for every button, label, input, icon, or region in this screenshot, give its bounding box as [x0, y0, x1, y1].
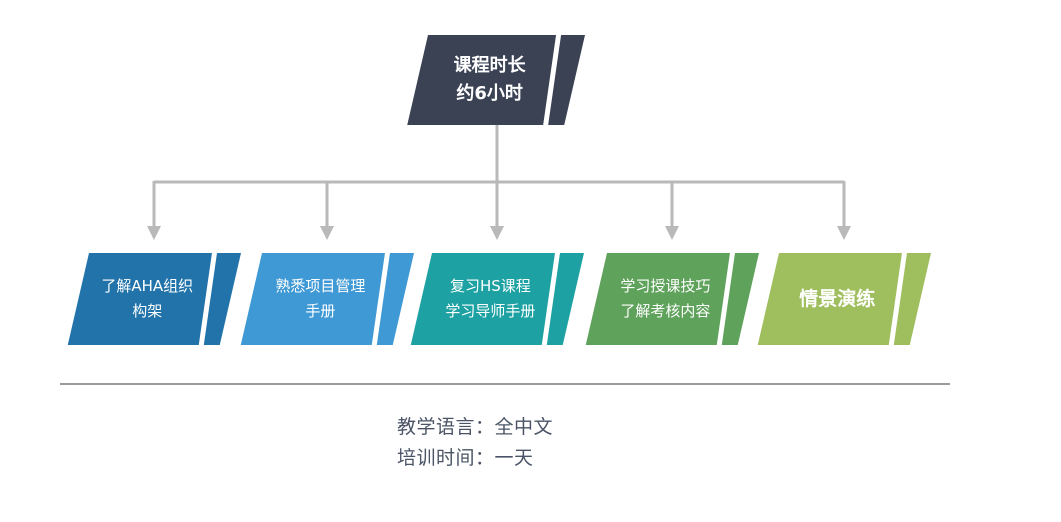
separator-line	[60, 383, 950, 385]
branch-node-project-manual: 熟悉项目管理 手册	[240, 253, 414, 345]
branch-node-scenario-drill: 情景演练	[757, 253, 931, 345]
arrow-down-icon	[665, 226, 679, 240]
course-info: 教学语言：全中文 培训时间：一天	[397, 412, 553, 474]
arrow-down-icon	[490, 226, 504, 240]
branch-node-teaching-skills: 学习授课技巧 了解考核内容	[585, 253, 759, 345]
branch-line-2: 构架	[132, 302, 163, 320]
branch-line-2: 学习导师手册	[445, 302, 536, 320]
arrow-down-icon	[837, 226, 851, 240]
branch-line-2: 手册	[305, 302, 336, 320]
branch-line-1: 情景演练	[799, 287, 876, 310]
branch-line-2: 了解考核内容	[620, 302, 711, 320]
branch-label: 学习授课技巧 了解考核内容	[620, 274, 724, 324]
teaching-language-text: 教学语言：全中文	[397, 416, 554, 438]
branch-label: 复习HS课程 学习导师手册	[445, 274, 549, 324]
branch-line-1: 学习授课技巧	[620, 277, 711, 295]
branch-line-1: 了解AHA组织	[101, 277, 194, 295]
branch-label: 熟悉项目管理 手册	[275, 274, 379, 324]
branch-line-1: 复习HS课程	[449, 277, 531, 295]
branch-node-aha-structure: 了解AHA组织 构架	[67, 253, 241, 345]
arrow-down-icon	[320, 226, 334, 240]
training-time-text: 培训时间：一天	[397, 447, 534, 469]
arrow-down-icon	[147, 226, 161, 240]
branch-label: 了解AHA组织 构架	[101, 274, 207, 324]
arrowhead-group	[147, 226, 851, 240]
branch-node-hs-course: 复习HS课程 学习导师手册	[410, 253, 584, 345]
branch-line-1: 熟悉项目管理	[275, 277, 366, 295]
node-slash-decoration	[887, 253, 908, 345]
connector-group	[152, 125, 846, 227]
branch-label: 情景演练	[799, 287, 889, 312]
